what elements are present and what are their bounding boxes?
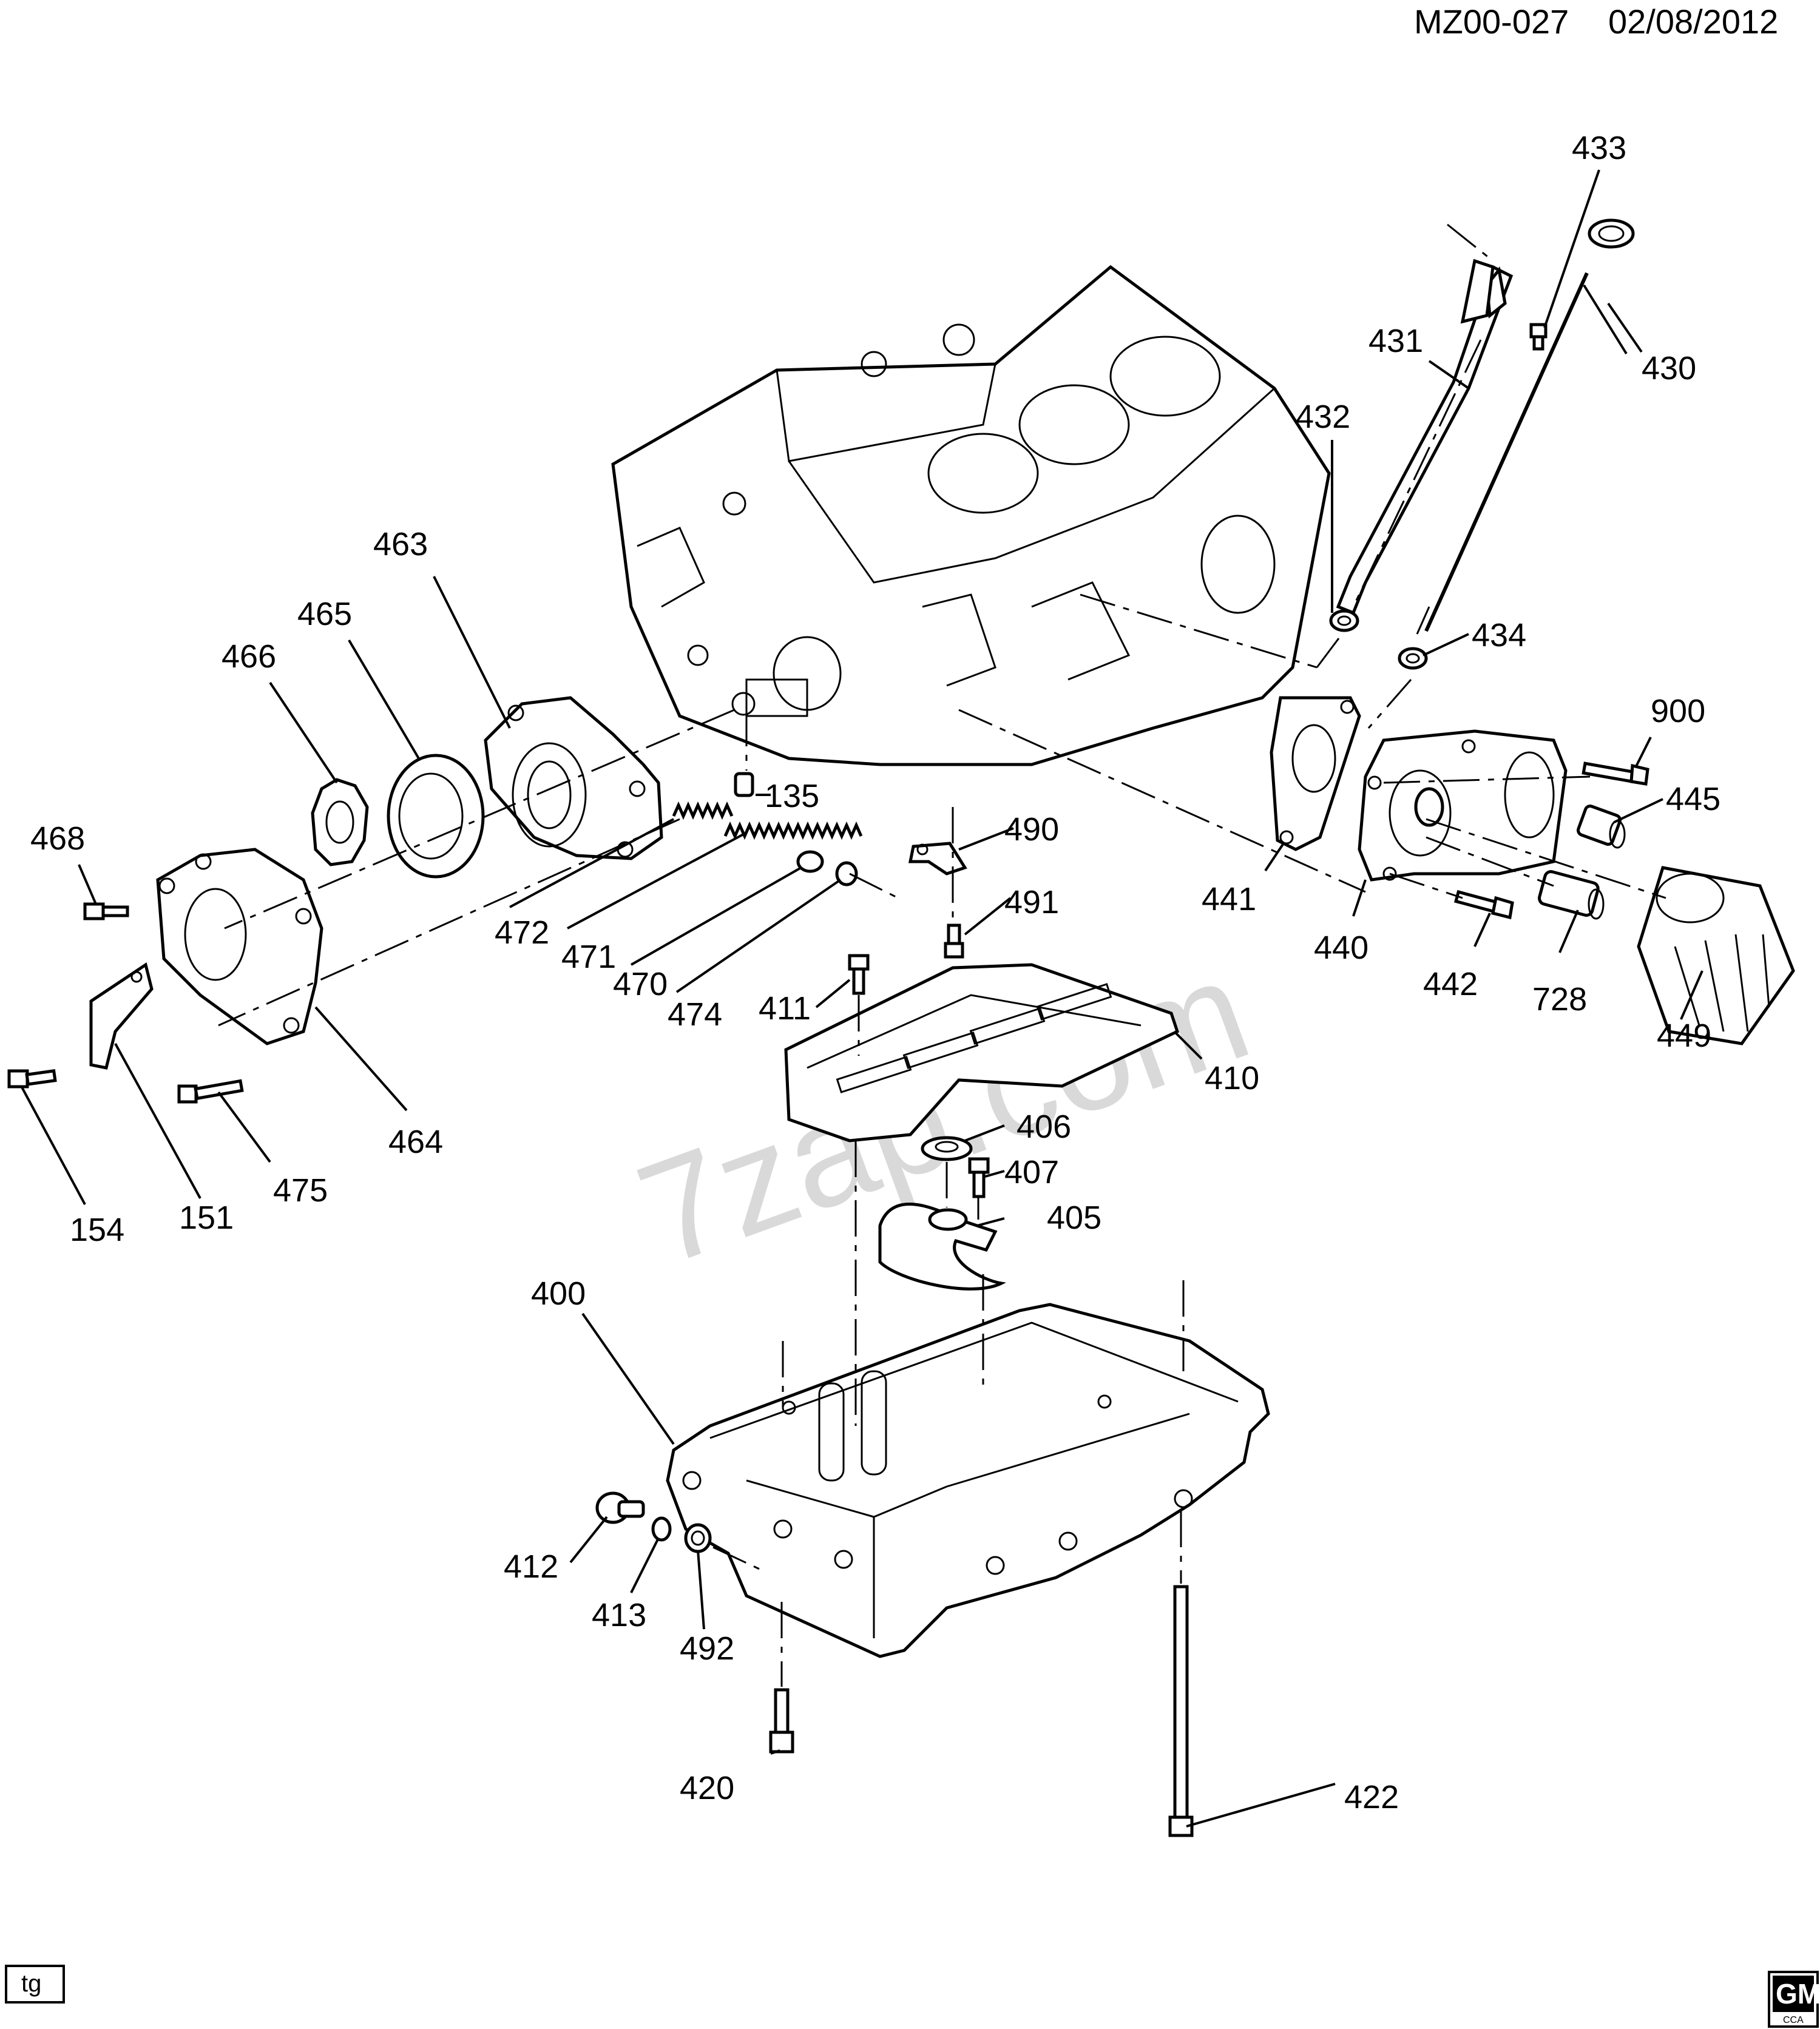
callout-449: 449: [1657, 1018, 1711, 1054]
callout-434: 434: [1472, 617, 1526, 653]
oil-pan-drawing: [666, 1303, 1270, 1658]
callout-465: 465: [297, 596, 352, 632]
bracket-bolt-154-drawing: [7, 1069, 57, 1089]
callout-445: 445: [1666, 781, 1720, 817]
callout-472: 472: [495, 914, 549, 951]
pan-bolt-422-drawing: [1168, 1585, 1194, 1837]
callout-413: 413: [592, 1597, 646, 1633]
callout-422: 422: [1344, 1779, 1399, 1815]
drain-washer-413-drawing: [651, 1516, 672, 1542]
relief-valve-470-drawing: [796, 850, 824, 873]
gm-logo-text: GM: [1776, 1978, 1820, 2010]
plug-492-drawing: [684, 1523, 712, 1553]
oil-filter-adapter-drawing: [1358, 729, 1568, 882]
callout-405: 405: [1047, 1200, 1101, 1236]
callout-474: 474: [668, 996, 722, 1033]
oil-pickup-drawing: [878, 1203, 1007, 1291]
callout-432: 432: [1296, 399, 1350, 435]
tube-bolt-drawing: [1529, 323, 1548, 351]
outer-rotor-drawing: [387, 754, 485, 879]
callout-728: 728: [1532, 981, 1587, 1018]
gm-logo-subtext: CCA: [1783, 2015, 1804, 2025]
relief-spring-472-drawing: [672, 801, 734, 820]
oil-filter-drawing: [1637, 866, 1795, 1045]
tag-badge: tg: [5, 1965, 65, 2004]
gm-logo: GM CCA: [1768, 1971, 1820, 2028]
callout-406: 406: [1017, 1109, 1071, 1145]
callout-463: 463: [373, 526, 428, 562]
callout-470: 470: [613, 966, 668, 1002]
callout-431: 431: [1368, 323, 1423, 359]
callout-471: 471: [561, 939, 616, 975]
diagram-code: MZ00-027: [1414, 2, 1569, 41]
oil-pump-housing-drawing: [156, 848, 323, 1045]
pan-bolt-420-drawing: [769, 1688, 794, 1754]
diagram-header: MZ00-027 02/08/2012: [1414, 2, 1778, 41]
callout-400: 400: [531, 1275, 586, 1312]
pump-bolt-468-drawing: [83, 902, 129, 920]
adapter-bolt-900-drawing: [1582, 761, 1649, 786]
inner-rotor-drawing: [311, 778, 369, 866]
oil-level-tube-drawing: [1336, 258, 1514, 615]
adapter-bolt-442-drawing: [1453, 890, 1514, 920]
bracket-490-drawing: [908, 842, 967, 876]
pickup-seal-406-drawing: [921, 1136, 973, 1161]
callout-411: 411: [759, 990, 811, 1027]
callout-407: 407: [1004, 1154, 1059, 1190]
callout-491: 491: [1004, 884, 1059, 920]
callout-490: 490: [1004, 811, 1059, 848]
retainer-ring-474-drawing: [835, 861, 858, 886]
assembly-centerlines: [218, 223, 1666, 1687]
engine-block-drawing: [611, 265, 1331, 766]
pressure-sensor-drawing: [1538, 870, 1605, 920]
callout-492: 492: [680, 1630, 734, 1667]
callout-441: 441: [1202, 881, 1256, 917]
pump-bolt-475-drawing: [177, 1079, 244, 1104]
pump-bracket-drawing: [89, 962, 154, 1070]
tube-seals-drawing: [1329, 609, 1428, 670]
callout-labels: 433 431 430 432 434 463 465 466 135 900 …: [30, 130, 1720, 1815]
dipstick-drawing: [1416, 218, 1635, 635]
callout-410: 410: [1205, 1060, 1259, 1096]
dowel-pin-drawing: [734, 772, 754, 797]
leader-lines: [20, 169, 1703, 1828]
callout-420: 420: [680, 1770, 734, 1806]
callout-475: 475: [273, 1172, 328, 1209]
callout-442: 442: [1423, 966, 1478, 1002]
diagram-date: 02/08/2012: [1608, 2, 1778, 41]
oil-pump-cover-drawing: [484, 696, 663, 860]
relief-spring-471-drawing: [723, 821, 863, 840]
callout-440: 440: [1314, 930, 1368, 966]
callout-430: 430: [1642, 350, 1696, 387]
adapter-gasket-drawing: [1270, 696, 1361, 851]
baffle-bolt-411-drawing: [848, 954, 870, 995]
callout-151: 151: [179, 1200, 234, 1236]
callout-433: 433: [1572, 130, 1626, 166]
callout-466: 466: [222, 638, 276, 675]
callout-900: 900: [1651, 693, 1705, 729]
callout-412: 412: [504, 1548, 558, 1585]
tag-text: tg: [21, 1970, 41, 1997]
bolt-491-drawing: [944, 923, 964, 959]
callout-154: 154: [70, 1212, 124, 1248]
callout-464: 464: [388, 1124, 443, 1160]
callout-468: 468: [30, 820, 85, 857]
callout-135: 135: [765, 778, 819, 814]
filter-fitting-drawing: [1577, 805, 1626, 849]
oil-pan-baffle-drawing: [784, 963, 1180, 1143]
drain-plug-412-drawing: [595, 1491, 645, 1524]
